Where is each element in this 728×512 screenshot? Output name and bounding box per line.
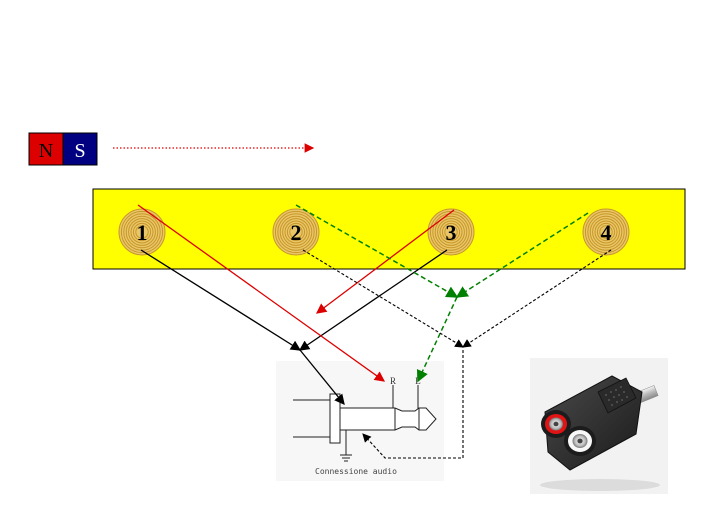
coil-winding <box>125 215 159 249</box>
adapter-grip-texture <box>605 386 628 406</box>
coil-winding <box>589 215 623 249</box>
coil-winding <box>282 218 310 246</box>
coil-winding <box>599 225 613 239</box>
bar-magnet: N S <box>28 132 98 166</box>
coil-winding <box>592 218 620 246</box>
plug-caption: Connessione audio <box>315 467 397 476</box>
coil-winding <box>441 222 461 242</box>
coil-winding <box>277 213 315 251</box>
magnet-south-pole <box>62 132 98 166</box>
pin-r-label: R <box>390 376 396 386</box>
coil-winding <box>584 210 628 254</box>
coil-winding <box>437 218 465 246</box>
coil-winding <box>444 225 458 239</box>
magnet-south-label: S <box>74 140 85 162</box>
coil-winding <box>587 213 625 251</box>
coil-number-label: 3 <box>446 220 457 245</box>
coil-winding <box>272 208 320 256</box>
photo-shadow <box>540 479 660 491</box>
wire-coil2-green <box>295 204 459 298</box>
plug-collar <box>329 393 341 444</box>
audio-plug-schematic: R L Connessione audio <box>276 361 444 481</box>
stereo-to-rca-adapter-photo <box>530 358 668 494</box>
coil-winding <box>594 220 618 244</box>
wire-coil1-red <box>137 204 386 382</box>
coil-winding <box>596 222 616 242</box>
coil-winding <box>432 213 470 251</box>
coil-number-label: 4 <box>601 220 612 245</box>
magnet-north-pole <box>28 132 64 166</box>
coil-1: 1 <box>118 208 166 256</box>
wire-coil3-red <box>315 209 455 314</box>
coil-4: 4 <box>582 208 630 256</box>
wire-coil3-black <box>298 249 448 351</box>
magnet-north-label: N <box>39 140 53 162</box>
wire-coil4-black-dashed <box>462 249 612 348</box>
wire-coil1-black <box>140 249 302 351</box>
coil-winding <box>427 208 475 256</box>
coil-winding <box>279 215 313 249</box>
wire-coil2-black-dashed <box>302 249 464 348</box>
coil-winding <box>434 215 468 249</box>
coil-winding <box>582 208 630 256</box>
coil-winding <box>135 225 149 239</box>
coil-winding <box>128 218 156 246</box>
wire-coil4-green <box>455 212 589 298</box>
coil-3: 3 <box>427 208 475 256</box>
coil-winding <box>132 222 152 242</box>
coil-2: 2 <box>272 208 320 256</box>
adapter-grip-top <box>597 377 637 414</box>
coil-winding <box>286 222 306 242</box>
plug-shaft <box>339 407 437 431</box>
coil-winding <box>429 210 473 254</box>
coil-winding <box>289 225 303 239</box>
coil-number-label: 2 <box>291 220 302 245</box>
coil-winding <box>120 210 164 254</box>
rca-red-hole <box>553 421 559 427</box>
rca-white-hole <box>577 438 583 444</box>
wire-group <box>137 204 612 459</box>
coil-winding <box>130 220 154 244</box>
coil-winding <box>284 220 308 244</box>
coil-winding <box>274 210 318 254</box>
coil-number-label: 1 <box>137 220 148 245</box>
coil-winding <box>439 220 463 244</box>
wire-junction-to-sleeve <box>299 349 345 406</box>
coil-winding <box>118 208 166 256</box>
wire-dashed-return-to-ground <box>362 350 464 459</box>
